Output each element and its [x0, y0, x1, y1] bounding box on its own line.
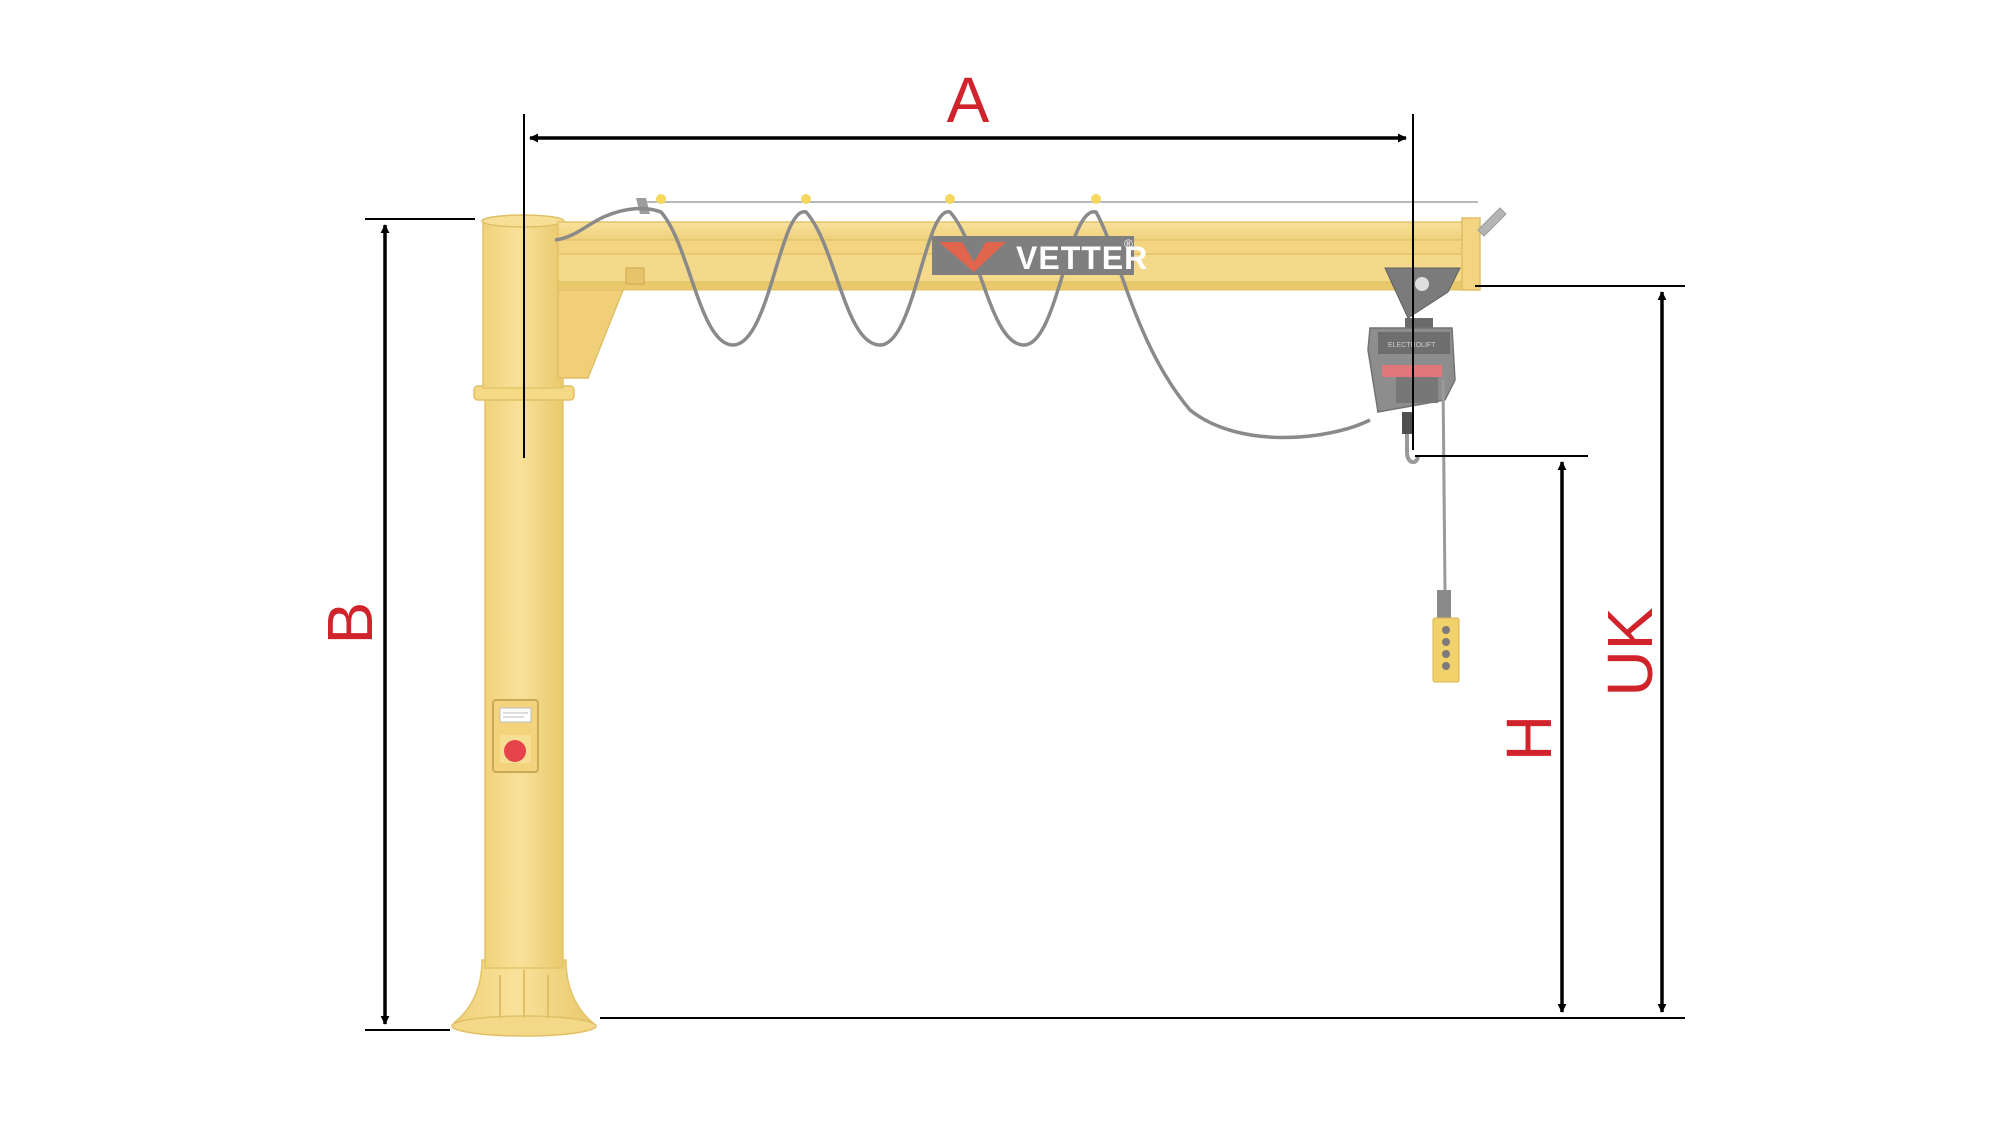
pendant-control-icon	[1432, 617, 1460, 683]
emergency-stop-icon	[500, 735, 531, 763]
dimension-labels: A B H UK	[314, 64, 1666, 761]
logo-mark-icon	[939, 242, 1006, 272]
pendant-control	[1432, 379, 1460, 683]
hoist-chain	[1402, 412, 1412, 434]
dimension-lines	[365, 114, 1685, 1031]
column-lower	[484, 397, 564, 969]
vetter-logo: VETTER ®	[932, 236, 1148, 276]
festoon-system	[554, 194, 1478, 440]
brand-name: VETTER	[1016, 240, 1148, 276]
dimension-uk-label: UK	[1594, 608, 1666, 697]
dimension-a-label: A	[947, 64, 990, 136]
brand-registered-mark: ®	[1124, 237, 1133, 251]
column-control-box	[492, 699, 539, 773]
dimension-h-label: H	[1493, 715, 1565, 761]
hook-icon	[1405, 434, 1420, 465]
column-base	[451, 959, 597, 1037]
jib-crane: VETTER ® ELECTROLIFT	[451, 194, 1507, 1037]
dimension-b-label: B	[314, 602, 386, 645]
